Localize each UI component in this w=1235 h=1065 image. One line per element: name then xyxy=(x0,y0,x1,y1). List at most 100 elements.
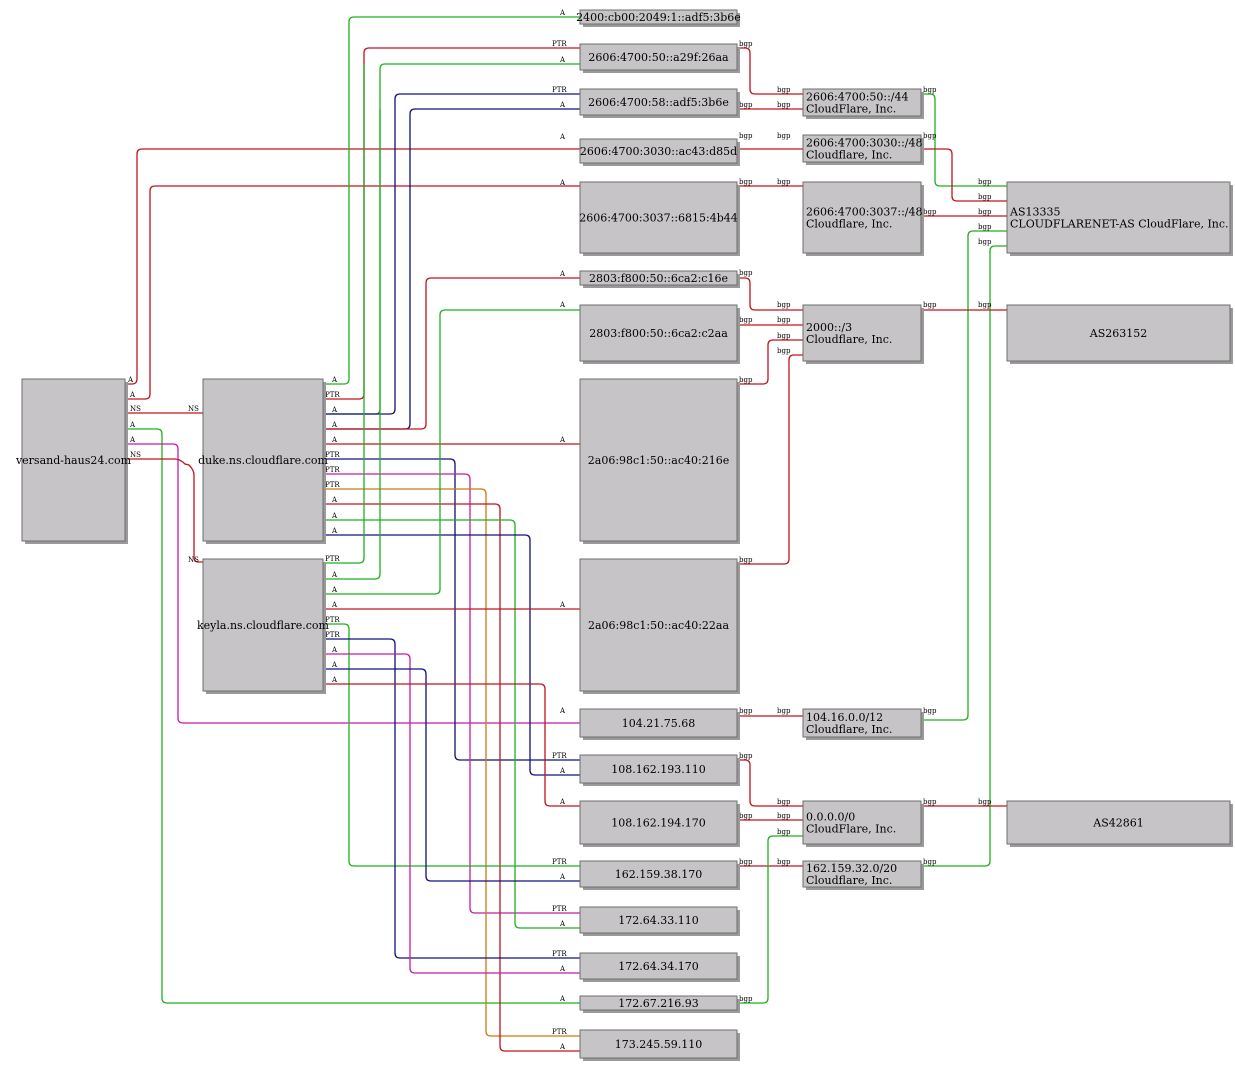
node-label: 2606:4700:3037::6815:4b44 xyxy=(579,212,738,225)
node-v4-162[interactable]: 162.159.38.170 xyxy=(579,860,740,890)
edge-label: A xyxy=(331,406,338,414)
edge-keyla-26aa: PTR xyxy=(323,64,365,564)
node-v6-c16e[interactable]: 2803:f800:50::6ca2:c16e xyxy=(579,270,740,288)
node-label: duke.ns.cloudflare.com xyxy=(198,454,328,467)
edge-label: bgp xyxy=(739,376,753,384)
node-v4-108-193[interactable]: 108.162.193.110 xyxy=(579,754,740,786)
edge-label: PTR xyxy=(325,481,340,489)
edge-label: bgp xyxy=(978,223,992,231)
edge-label: PTR xyxy=(552,1028,567,1036)
node-label: 108.162.193.110 xyxy=(611,763,705,776)
edge-label: NS xyxy=(130,451,141,459)
edge-label: bgp xyxy=(978,208,992,216)
edge-label: NS xyxy=(188,405,199,413)
node-label: versand-haus24.com xyxy=(15,454,132,467)
node-v4-108-194[interactable]: 108.162.194.170 xyxy=(579,800,740,847)
node-label: 2606:4700:3030::/48 xyxy=(806,137,923,150)
edge-label: bgp xyxy=(777,301,791,309)
edge-label: bgp xyxy=(777,812,791,820)
edge-label: A xyxy=(331,601,338,609)
node-label: CloudFlare, Inc. xyxy=(806,823,896,836)
node-v6-216e[interactable]: 2a06:98c1:50::ac40:216e xyxy=(579,378,740,544)
node-label: 2a06:98c1:50::ac40:22aa xyxy=(588,619,730,632)
edge-label: PTR xyxy=(325,391,340,399)
edge-label: A xyxy=(559,9,566,17)
edge-keyla-162-a: AA xyxy=(323,661,580,882)
node-v6-d85d[interactable]: 2606:4700:3030::ac43:d85d xyxy=(579,138,740,166)
edge-label: A xyxy=(129,436,136,444)
edge-keyla-172-34-a: AA xyxy=(323,646,580,974)
edge-label: bgp xyxy=(978,178,992,186)
node-v6-c2aa[interactable]: 2803:f800:50::6ca2:c2aa xyxy=(579,304,740,364)
node-v4-173[interactable]: 173.245.59.110 xyxy=(579,1029,740,1061)
edge-label: bgp xyxy=(739,269,753,277)
node-label: 2606:4700:3030::ac43:d85d xyxy=(580,145,737,158)
edge-bgp-216e: bgp bgp xyxy=(737,332,803,385)
node-as42861[interactable]: AS42861 xyxy=(1006,800,1233,847)
node-v6-4b44[interactable]: 2606:4700:3037::6815:4b44 xyxy=(579,181,740,256)
edge-label: A xyxy=(331,586,338,594)
edge-bgp-p104-as: bgp bgp xyxy=(921,223,1007,721)
node-label: 2606:4700:3037::/48 xyxy=(806,206,923,219)
node-label: AS13335 xyxy=(1009,206,1060,219)
node-versand[interactable]: versand-haus24.com xyxy=(15,378,132,544)
edge-bgp-108-194: bgp bgp xyxy=(737,812,803,821)
node-duke[interactable]: duke.ns.cloudflare.com xyxy=(198,378,328,544)
edge-label: A xyxy=(559,767,566,775)
edge-duke-172-33-a: AA xyxy=(323,512,580,929)
node-label: AS42861 xyxy=(1092,817,1143,830)
edge-label: bgp xyxy=(923,858,937,866)
edge-label: A xyxy=(559,56,566,64)
edge-label: bgp xyxy=(739,178,753,186)
node-v6-3b6e[interactable]: 2606:4700:58::adf5:3b6e xyxy=(579,88,740,118)
node-as263152[interactable]: AS263152 xyxy=(1006,304,1233,364)
node-v4-172-34[interactable]: 172.64.34.170 xyxy=(579,952,740,982)
node-v4-172-67[interactable]: 172.67.216.93 xyxy=(579,995,740,1013)
node-v6-26aa[interactable]: 2606:4700:50::a29f:26aa xyxy=(579,43,740,73)
edge-label: A xyxy=(559,179,566,187)
edge-label: bgp xyxy=(978,301,992,309)
edge-label: PTR xyxy=(552,858,567,866)
edge-label: bgp xyxy=(739,812,753,820)
node-label: Cloudflare, Inc. xyxy=(806,723,892,736)
node-label: 2606:4700:50::/44 xyxy=(806,91,909,104)
node-v6-2400[interactable]: 2400:cb00:2049:1::adf5:3b6e xyxy=(576,9,741,27)
edge-label: bgp xyxy=(777,858,791,866)
edge-label: A xyxy=(559,301,566,309)
node-v4-104[interactable]: 104.21.75.68 xyxy=(579,708,740,740)
edge-label: A xyxy=(331,512,338,520)
node-label: 104.16.0.0/12 xyxy=(806,711,883,724)
edge-label: A xyxy=(331,676,338,684)
node-v4-172-33[interactable]: 172.64.33.110 xyxy=(579,906,740,936)
edge-label: bgp xyxy=(777,101,791,109)
node-label: 172.64.34.170 xyxy=(618,960,698,973)
edge-label: bgp xyxy=(923,707,937,715)
node-label: 108.162.194.170 xyxy=(611,817,705,830)
edge-label: bgp xyxy=(777,332,791,340)
edge-label: A xyxy=(559,995,566,1003)
node-v6-22aa[interactable]: 2a06:98c1:50::ac40:22aa xyxy=(579,558,740,694)
node-keyla[interactable]: keyla.ns.cloudflare.com xyxy=(197,558,330,694)
edge-label: A xyxy=(331,646,338,654)
